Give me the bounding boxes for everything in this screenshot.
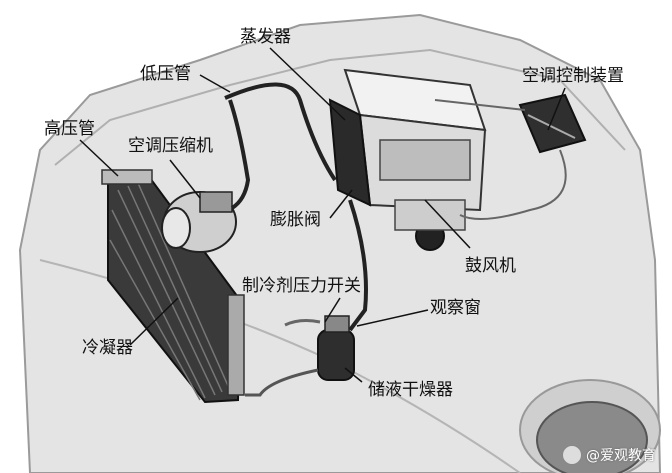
label-evaporator: 蒸发器: [240, 27, 291, 47]
label-condenser: 冷凝器: [82, 338, 133, 358]
ac-control-unit: [518, 93, 587, 154]
leader-lines: [79, 47, 566, 383]
label-blower: 鼓风机: [465, 256, 516, 276]
low-pressure-pipe: [224, 82, 337, 182]
label-ac-compressor: 空调压缩机: [128, 136, 213, 156]
liquid-line: [245, 368, 319, 397]
watermark-logo-icon: [562, 445, 582, 465]
refrigerant-tube: [284, 319, 321, 327]
condenser-unit: [101, 169, 245, 404]
suction-hose: [228, 99, 251, 210]
receiver-drier-unit: [317, 315, 355, 381]
label-expansion-valve: 膨胀阀: [270, 210, 321, 230]
watermark-text: @爱观教育: [586, 448, 656, 464]
control-cable: [434, 99, 567, 220]
label-high-pressure-pipe: 高压管: [44, 119, 95, 139]
compressor-unit: [161, 191, 237, 253]
high-pressure-line: [348, 199, 368, 332]
evaporator-unit: [328, 68, 487, 251]
label-low-pressure-pipe: 低压管: [140, 64, 191, 84]
label-refrigerant-pressure-switch: 制冷剂压力开关: [242, 276, 361, 296]
hood-line: [54, 48, 626, 166]
label-receiver-drier: 储液干燥器: [368, 380, 453, 400]
label-sight-glass: 观察窗: [430, 298, 481, 318]
label-ac-control-unit: 空调控制装置: [522, 66, 624, 86]
watermark: @爱观教育: [562, 445, 656, 465]
